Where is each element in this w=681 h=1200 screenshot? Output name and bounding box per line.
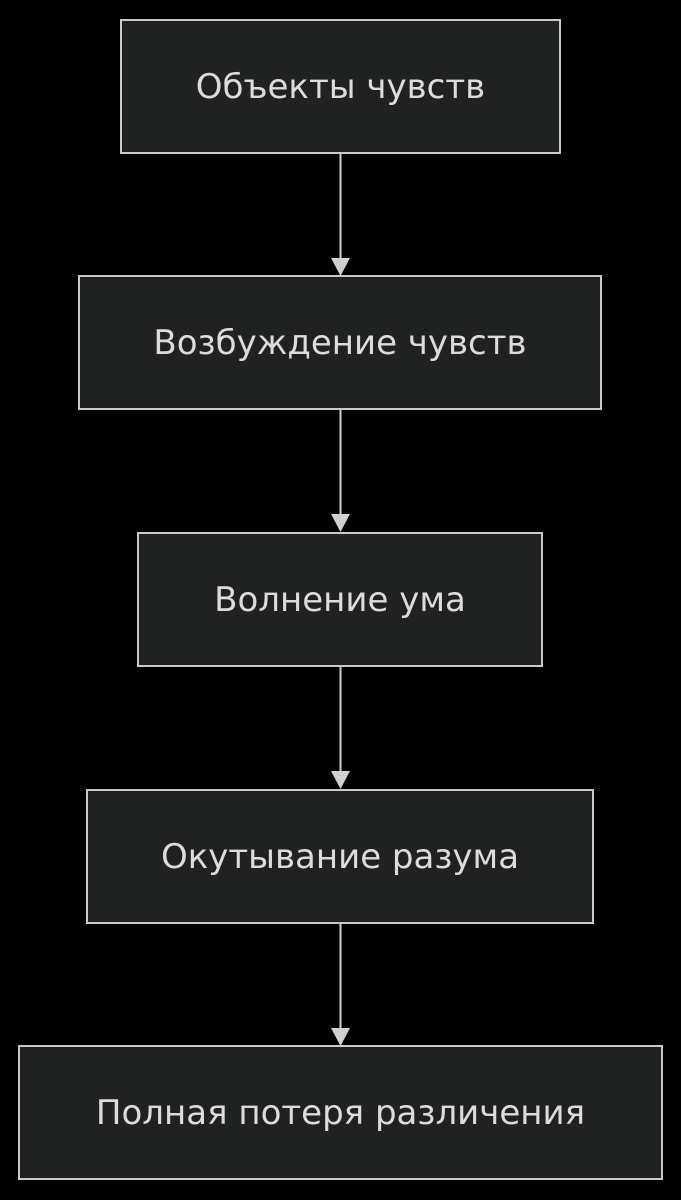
edge-n1-n2 <box>331 154 350 276</box>
node-mind-agitation: Волнение ума <box>137 532 543 667</box>
node-label: Полная потеря различения <box>95 1092 586 1133</box>
node-total-loss-of-discrimination: Полная потеря различения <box>18 1045 663 1180</box>
edge-n3-n4 <box>331 667 350 789</box>
node-label: Окутывание разума <box>160 836 520 877</box>
node-label: Волнение ума <box>214 579 466 620</box>
node-label: Возбуждение чувств <box>153 322 527 363</box>
edge-n4-n5 <box>331 924 350 1046</box>
node-reason-clouding: Окутывание разума <box>86 789 594 924</box>
edge-n2-n3 <box>331 410 350 532</box>
node-sense-arousal: Возбуждение чувств <box>78 275 602 410</box>
node-sense-objects: Объекты чувств <box>120 19 561 154</box>
node-label: Объекты чувств <box>195 66 486 107</box>
